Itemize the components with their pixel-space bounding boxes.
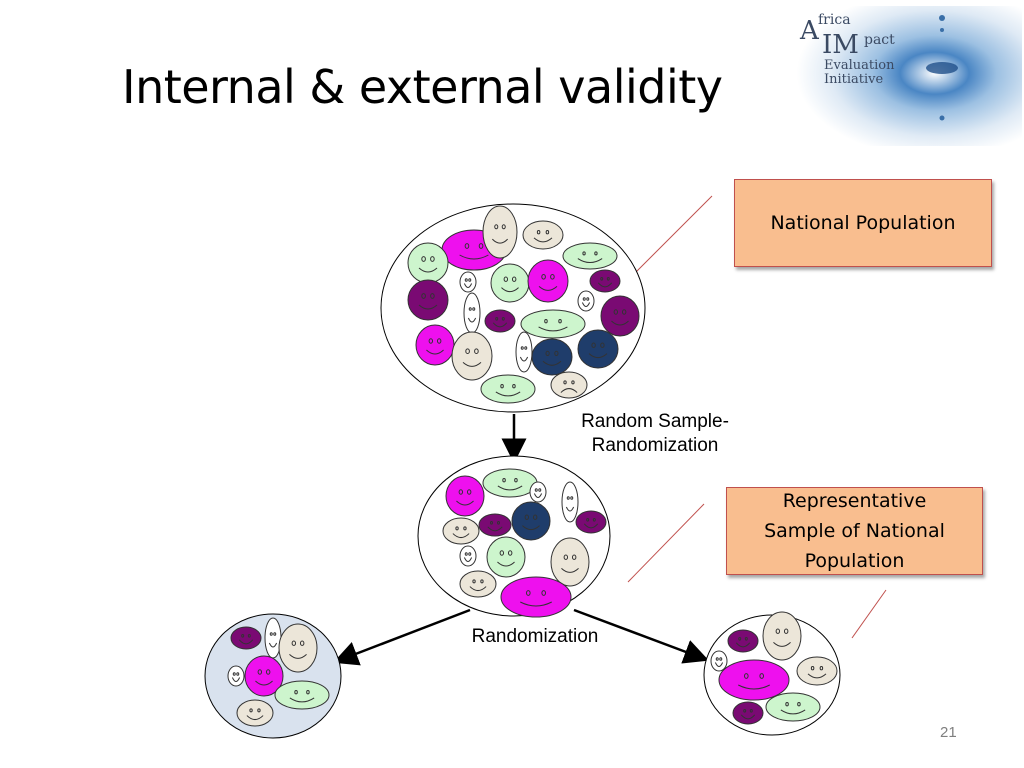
treatment-callout-pointer <box>851 589 887 639</box>
smiley-face-icon <box>463 292 481 334</box>
smiley-face-icon <box>478 513 512 537</box>
water-drop-logo-icon <box>792 6 1022 146</box>
smiley-face-icon <box>718 659 790 701</box>
control-group-circle <box>204 613 342 739</box>
smiley-face-icon <box>515 331 533 373</box>
smiley-face-icon <box>522 220 564 250</box>
logo-letter-a: A <box>800 16 819 46</box>
smiley-face-icon <box>227 665 245 687</box>
smiley-face-icon <box>482 205 518 259</box>
smiley-face-icon <box>762 611 802 661</box>
smiley-face-icon <box>527 259 569 303</box>
smiley-face-icon <box>575 510 607 534</box>
smiley-face-icon <box>415 324 455 366</box>
smiley-face-icon <box>482 468 538 498</box>
logo-initiative: Initiative <box>824 72 884 87</box>
logo-frica: frica <box>818 12 851 28</box>
smiley-face-icon <box>550 371 588 399</box>
randomization-label: Randomization <box>471 626 599 647</box>
smiley-face-icon <box>531 338 573 376</box>
smiley-face-icon <box>274 680 330 710</box>
logo-im: IM <box>822 30 859 60</box>
smiley-face-icon <box>459 271 477 293</box>
smiley-face-icon <box>561 481 579 523</box>
smiley-face-icon <box>577 290 595 312</box>
logo-pact: pact <box>864 32 895 48</box>
national-callout-pointer <box>635 195 713 273</box>
smiley-face-icon <box>562 242 618 270</box>
smiley-face-icon <box>244 655 284 697</box>
smiley-face-icon <box>796 656 838 686</box>
smiley-face-icon <box>278 623 318 673</box>
smiley-face-icon <box>264 617 282 659</box>
representative-line-1: Representative <box>782 490 927 512</box>
national-population-callout: National Population <box>734 179 992 267</box>
random-sample-line-2: Randomization <box>591 435 719 456</box>
smiley-face-icon <box>480 374 536 404</box>
smiley-face-icon <box>445 475 485 517</box>
representative-line-2: Sample of National <box>764 520 945 542</box>
logo-evaluation: Evaluation <box>824 58 895 73</box>
smiley-face-icon <box>589 269 621 293</box>
smiley-face-icon <box>500 576 572 618</box>
sample-callout-pointer <box>627 503 705 583</box>
representative-sample-circle <box>417 455 611 618</box>
national-population-circle <box>380 203 646 413</box>
smiley-face-icon <box>459 570 497 598</box>
slide-title: Internal & external validity <box>122 60 723 114</box>
smiley-face-icon <box>490 263 530 303</box>
representative-sample-callout: Representative Sample of National Popula… <box>726 487 983 575</box>
smiley-face-icon <box>765 692 821 722</box>
smiley-face-icon <box>451 331 493 381</box>
smiley-face-icon <box>407 242 449 284</box>
smiley-face-icon <box>230 626 262 650</box>
smiley-face-icon <box>511 501 551 541</box>
representative-line-3: Population <box>804 550 905 572</box>
smiley-face-icon <box>550 537 590 587</box>
smiley-face-icon <box>459 545 477 567</box>
smiley-face-icon <box>600 295 640 337</box>
smiley-face-icon <box>577 329 619 369</box>
smiley-face-icon <box>529 481 547 503</box>
smiley-face-icon <box>484 309 516 333</box>
smiley-face-icon <box>486 536 526 578</box>
random-sample-line-1: Random Sample- <box>581 411 729 432</box>
smiley-face-icon <box>727 629 759 653</box>
smiley-face-icon <box>732 701 764 725</box>
smiley-face-icon <box>236 699 274 727</box>
smiley-face-icon <box>520 309 586 339</box>
random-sample-label: Random Sample- Randomization <box>560 410 750 458</box>
treatment-group-circle <box>703 611 841 736</box>
smiley-face-icon <box>407 279 449 321</box>
page-number: 21 <box>940 724 957 741</box>
control-arrow <box>332 608 471 666</box>
smiley-face-icon <box>442 517 480 545</box>
smiley-face-icon <box>710 650 728 672</box>
national-population-label: National Population <box>770 212 956 234</box>
treatment-arrow <box>573 608 710 664</box>
